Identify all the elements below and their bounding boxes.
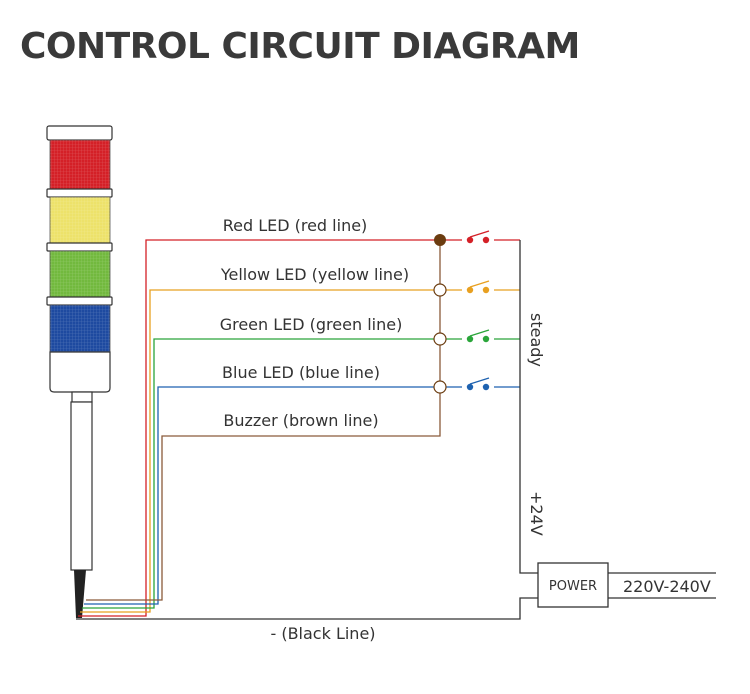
- buzzer-junction-node: [434, 234, 446, 246]
- green-wire-label: Green LED (green line): [220, 315, 403, 334]
- red-wire: [78, 239, 520, 617]
- yellow-wire: [80, 289, 520, 613]
- green-switch[interactable]: [462, 329, 494, 347]
- green-wire: [82, 338, 520, 609]
- black-line-label: - (Black Line): [270, 624, 375, 643]
- tower-divider-2: [46, 242, 113, 252]
- blue-wire-label: Blue LED (blue line): [222, 363, 380, 382]
- tower-base: [49, 351, 111, 393]
- page-title: CONTROL CIRCUIT DIAGRAM: [20, 26, 580, 67]
- red-wire-label: Red LED (red line): [223, 216, 368, 235]
- tower-divider-3: [46, 296, 113, 306]
- yellow-wire-label: Yellow LED (yellow line): [220, 265, 409, 284]
- steady-label: steady: [527, 313, 546, 367]
- brown-wire: [86, 240, 441, 601]
- tower-divider-1: [46, 188, 113, 198]
- blue-wire: [84, 386, 520, 605]
- power-label: POWER: [549, 579, 597, 594]
- red-lamp-texture: [50, 140, 110, 189]
- blue-junction-node: [433, 380, 447, 394]
- power-box: [537, 562, 609, 608]
- tower-cable: [74, 570, 86, 618]
- mains-voltage-label: 220V-240V: [623, 577, 711, 596]
- yellow-switch[interactable]: [462, 280, 494, 298]
- blue-lamp-texture: [50, 305, 110, 352]
- tower-collar: [71, 391, 93, 403]
- brown-wire-label: Buzzer (brown line): [223, 411, 378, 430]
- signal-tower: [46, 125, 113, 618]
- green-junction-node: [433, 332, 447, 346]
- red-switch[interactable]: [462, 230, 494, 248]
- tower-pole: [70, 401, 93, 571]
- black-line: [76, 597, 538, 620]
- green-lamp-texture: [50, 251, 110, 297]
- yellow-junction-node: [433, 283, 447, 297]
- blue-switch[interactable]: [462, 377, 494, 395]
- yellow-lamp-texture: [50, 197, 110, 243]
- tower-top-cap: [46, 125, 113, 141]
- plus24v-label: +24V: [527, 491, 546, 536]
- plus24v-bus: [519, 240, 538, 574]
